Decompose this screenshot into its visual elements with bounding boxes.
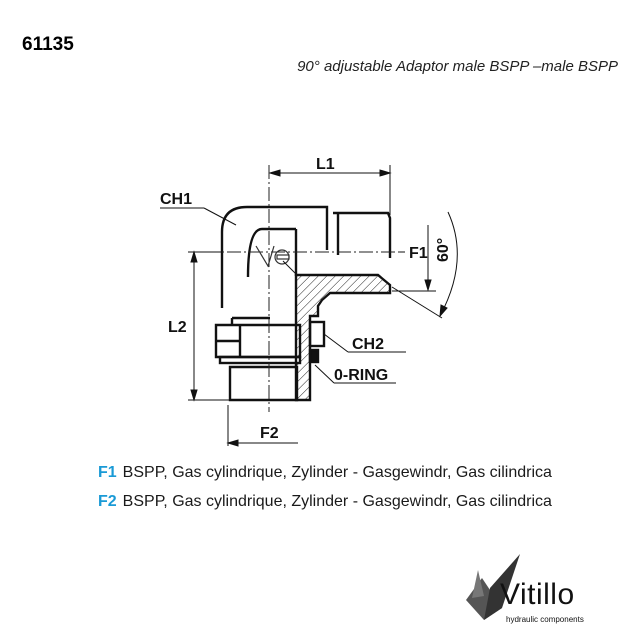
vitillo-logo: Vitillo hydraulic components xyxy=(462,548,632,628)
f1-label: F1 xyxy=(409,245,428,262)
dim-l2-label: L2 xyxy=(168,319,187,336)
ch2-label: CH2 xyxy=(352,336,384,353)
spec-text: BSPP, Gas cylindrique, Zylinder - Gasgew… xyxy=(122,464,552,481)
f2-label: F2 xyxy=(260,425,279,442)
product-code: 61135 xyxy=(22,34,74,55)
vitillo-mark-icon xyxy=(255,245,290,268)
spec-f2: F2 BSPP, Gas cylindrique, Zylinder - Gasg… xyxy=(98,493,552,511)
product-description: 90° adjustable Adaptor male BSPP –male B… xyxy=(297,58,618,75)
spec-f1: F1 BSPP, Gas cylindrique, Zylinder - Gasg… xyxy=(98,464,552,482)
spec-text: BSPP, Gas cylindrique, Zylinder - Gasgew… xyxy=(122,493,552,510)
spec-key: F2 xyxy=(98,493,117,510)
logo-wing-icon xyxy=(466,554,520,620)
dimension-lines xyxy=(160,165,458,447)
dim-l1-label: L1 xyxy=(316,156,335,173)
ch1-label: CH1 xyxy=(160,191,192,208)
center-lines xyxy=(205,165,400,412)
logo-name: Vitillo xyxy=(500,578,575,611)
spec-key: F1 xyxy=(98,464,117,481)
fitting-outline xyxy=(214,205,392,402)
oring-label: 0-RING xyxy=(334,367,388,384)
angle-label: 60° xyxy=(435,238,452,262)
logo-tagline: hydraulic components xyxy=(506,615,584,624)
